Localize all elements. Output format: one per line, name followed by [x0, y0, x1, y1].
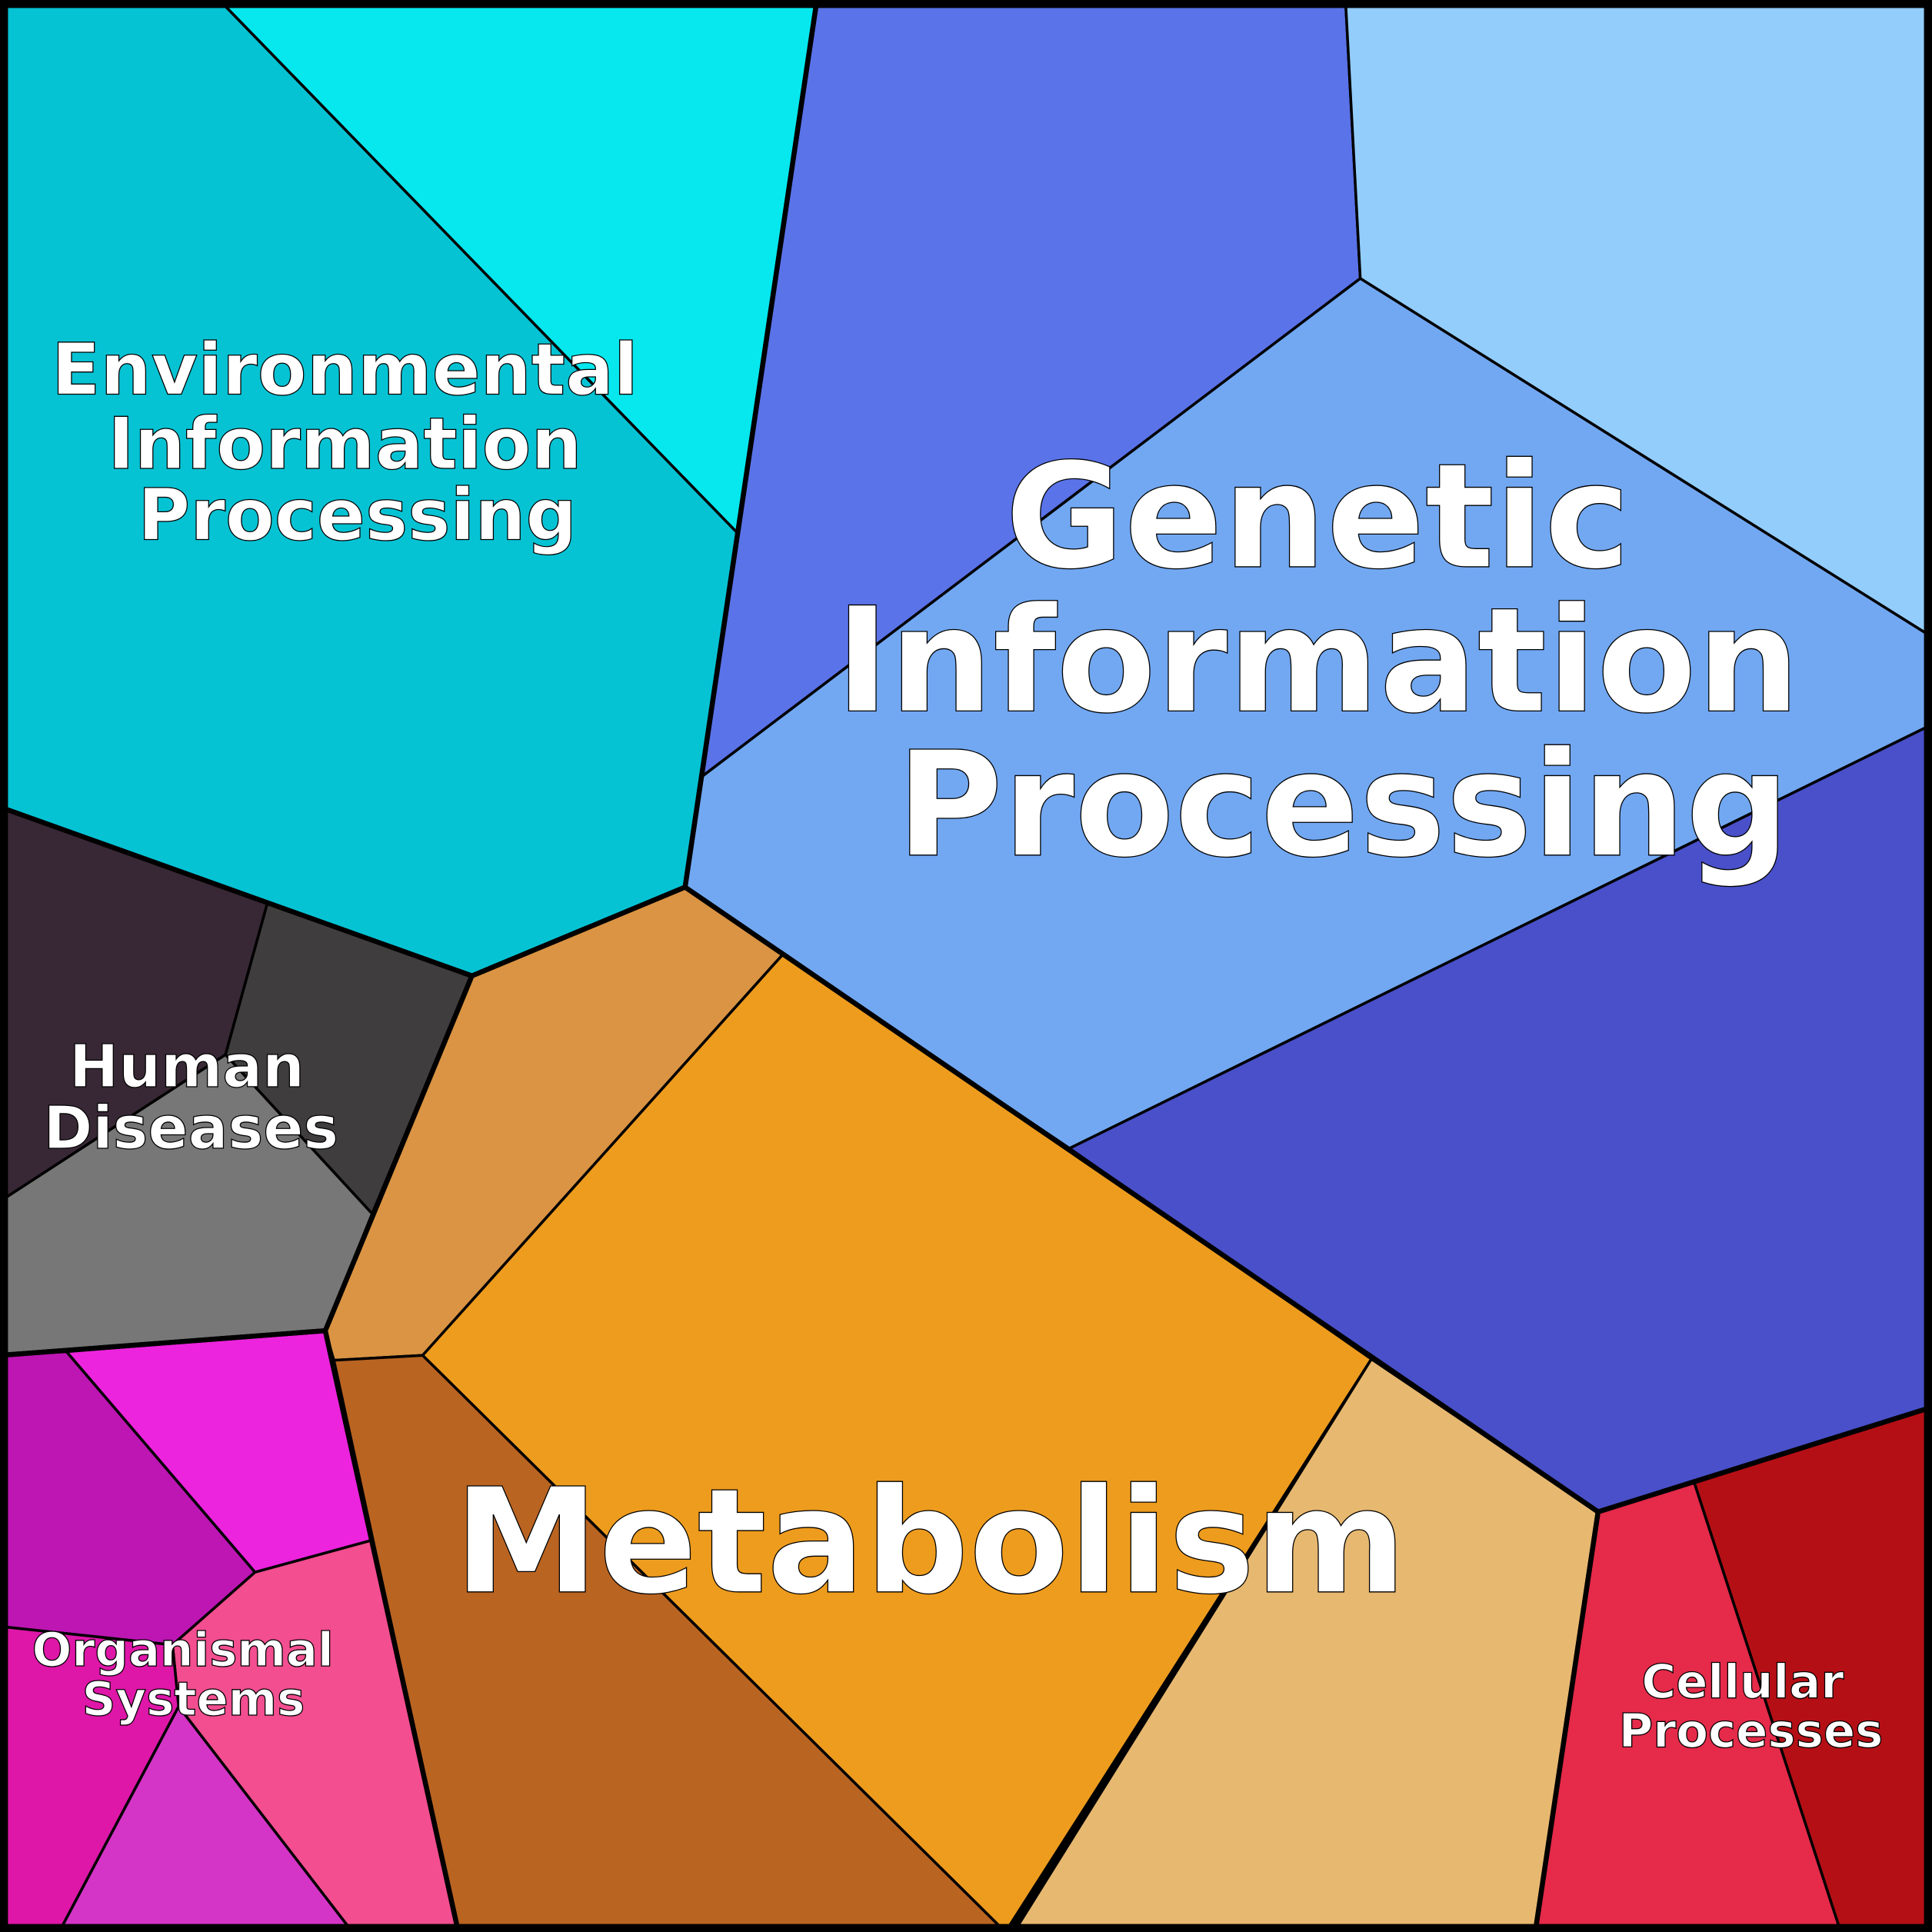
cellular-border: [1532, 1404, 1932, 1932]
gen-cell[interactable]: [1344, 0, 1932, 639]
gen-label: Genetic Information Processing: [835, 432, 1850, 890]
genetic-cells: [683, 0, 1932, 1514]
human-diseases-cells: [0, 805, 474, 1357]
hd-label: Human Diseases: [44, 1033, 339, 1163]
org-label: Organismal Systems: [32, 1623, 350, 1727]
cellular-label: Cellular Processes: [1619, 1655, 1884, 1759]
metabolism-cells: [324, 885, 1600, 1932]
met-label: Metabolism: [454, 1457, 1407, 1627]
labels: Environmental Information Processing Gen…: [32, 328, 1884, 1759]
organismal-cells: [0, 1329, 460, 1932]
org-border: [0, 1327, 461, 1932]
org-cell[interactable]: [57, 1704, 355, 1932]
env-label: Environmental Information Processing: [52, 328, 663, 557]
